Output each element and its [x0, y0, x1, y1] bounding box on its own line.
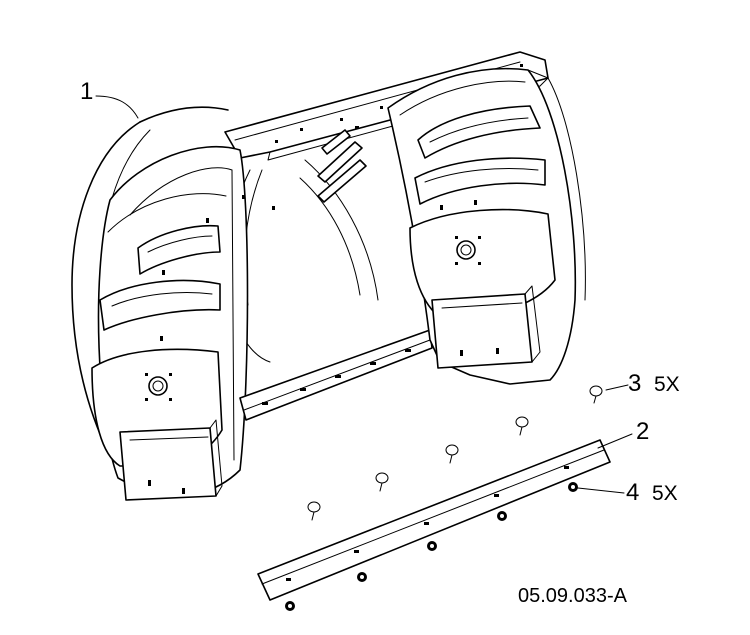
callout-3-number: 3	[628, 370, 642, 397]
callout-2-number: 2	[636, 418, 650, 445]
hex-nuts	[285, 482, 578, 611]
carriage-bolts	[307, 385, 603, 521]
callout-4-number: 4	[626, 479, 640, 506]
shave-plate	[257, 439, 611, 601]
leader-lines	[95, 95, 633, 494]
callout-3-quantity: 5X	[654, 373, 680, 396]
drawing-code: 05.09.033-A	[518, 585, 627, 607]
auger-housing	[71, 51, 586, 501]
callout-1-number: 1	[80, 78, 94, 105]
callout-4-quantity: 5X	[652, 482, 678, 505]
